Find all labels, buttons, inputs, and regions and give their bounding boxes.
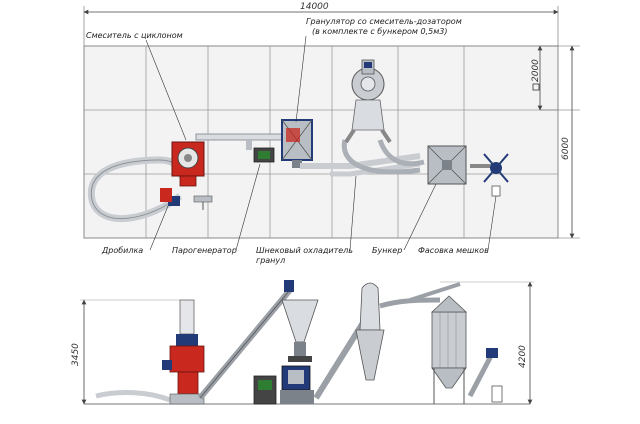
cell-dimension-value: 2000 <box>531 59 541 82</box>
cooler-pipe-4 <box>377 139 425 167</box>
bunker-plan <box>427 145 467 185</box>
total-length-value: 14000 <box>300 2 329 12</box>
cooler-pipe-3 <box>341 139 421 175</box>
height-left-value: 3450 <box>71 343 81 366</box>
height-right-value: 4200 <box>518 345 528 368</box>
leader-granulator <box>295 35 307 123</box>
side-elevation: 3450 4200 <box>71 280 534 405</box>
label-steam-generator: Парогенератор <box>172 246 237 255</box>
leader-cooler <box>349 175 357 251</box>
crusher-plan <box>160 188 213 210</box>
label-crusher: Дробилка <box>101 246 143 255</box>
mixer-cyclone-plan <box>171 141 205 187</box>
label-bunker: Бункер <box>372 246 402 255</box>
bagging-plan <box>470 153 509 197</box>
leader-bunker <box>403 183 437 251</box>
leader-mixer <box>145 39 187 141</box>
label-granulator-2: (в комплекте с бункером 0,5м3) <box>312 27 447 36</box>
leader-steam <box>235 163 261 251</box>
label-screw-cooler-1: Шнековый охладитель <box>256 246 353 255</box>
label-screw-cooler-2: гранул <box>256 256 285 265</box>
label-bagging: Фасовка мешков <box>418 246 489 255</box>
steam-generator-plan <box>246 140 275 163</box>
label-mixer-cyclone: Смеситель с циклоном <box>86 31 183 40</box>
label-granulator-1: Гранулятор со смеситель-дозатором <box>306 17 462 26</box>
width-dimension-value: 6000 <box>561 137 571 160</box>
width-dimension: 6000 <box>558 45 580 239</box>
total-length-dimension: 14000 <box>83 2 559 46</box>
cooler-pipe-2 <box>330 161 421 177</box>
cyclone-plan <box>344 59 392 144</box>
leader-crusher <box>149 205 169 251</box>
granulator-plan <box>281 119 313 168</box>
top-pipe <box>195 133 285 141</box>
leader-bagging <box>487 195 497 251</box>
